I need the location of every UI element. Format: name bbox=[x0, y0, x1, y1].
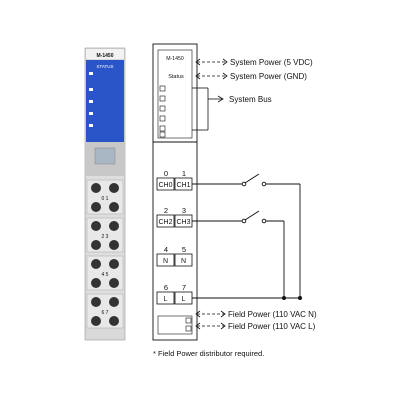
terminal-pin-number: 3 bbox=[182, 206, 186, 215]
terminal-row: 4 5N N bbox=[156, 245, 193, 267]
terminal-label: L bbox=[182, 296, 186, 303]
photo-terminal-block: 6 7 bbox=[86, 293, 124, 329]
system-bus-bracket bbox=[192, 87, 224, 131]
photo-pin-label: 2 3 bbox=[102, 234, 109, 240]
label-system-power-5v: System Power (5 VDC) bbox=[230, 58, 313, 67]
bus-contact bbox=[159, 85, 166, 92]
terminal-pin-number: 0 bbox=[164, 169, 168, 178]
photo-terminal-block: 4 5 bbox=[86, 255, 124, 291]
terminal-label: N bbox=[181, 258, 186, 265]
terminal-label: CH0 bbox=[158, 182, 172, 189]
label-system-power-gnd: System Power (GND) bbox=[230, 72, 307, 81]
bus-contact bbox=[159, 125, 166, 132]
photo-pin-label: 0 1 bbox=[102, 196, 109, 202]
terminal-label: N bbox=[163, 258, 168, 265]
footnote: * Field Power distributor required. bbox=[153, 349, 264, 358]
external-wiring bbox=[192, 173, 301, 299]
system-power-arrows bbox=[195, 58, 228, 80]
field-power-arrows bbox=[195, 310, 226, 330]
terminal-pin-number: 4 bbox=[164, 245, 168, 254]
photo-terminal-block: 2 3 bbox=[86, 217, 124, 253]
terminal-box bbox=[156, 291, 175, 305]
module-schematic: M-1450 Status bbox=[152, 43, 198, 341]
label-field-power-n: Field Power (110 VAC N) bbox=[228, 310, 317, 319]
terminal-box bbox=[156, 214, 175, 228]
terminal-box bbox=[156, 253, 175, 267]
photo-terminal-block: 0 1 bbox=[86, 179, 124, 215]
photo-status-label: STATUS bbox=[96, 64, 113, 69]
terminal-pin-number: 7 bbox=[182, 283, 186, 292]
module-photo: M-1450 STATUS 0 1 2 3 4 5 6 7 bbox=[84, 47, 126, 341]
bus-contact bbox=[159, 105, 166, 112]
terminal-label: CH2 bbox=[158, 219, 172, 226]
terminal-label: CH1 bbox=[176, 182, 190, 189]
junction-dot bbox=[282, 296, 286, 300]
terminal-label: CH3 bbox=[176, 219, 190, 226]
label-system-bus: System Bus bbox=[229, 95, 272, 104]
module-status-label: Status bbox=[168, 74, 184, 80]
photo-pin-label: 4 5 bbox=[102, 272, 109, 278]
junction-dot bbox=[298, 296, 302, 300]
module-model-label: M-1450 bbox=[166, 56, 184, 62]
terminal-pin-number: 2 bbox=[164, 206, 168, 215]
bus-contact bbox=[159, 95, 166, 102]
terminal-box bbox=[174, 253, 193, 267]
photo-model-label: M-1450 bbox=[97, 53, 114, 59]
terminal-row: 6 7L L bbox=[156, 283, 193, 305]
terminal-pin-number: 1 bbox=[182, 169, 186, 178]
terminal-pin-number: 5 bbox=[182, 245, 186, 254]
bus-contact bbox=[159, 131, 166, 138]
bus-contact bbox=[159, 115, 166, 122]
terminal-pin-number: 6 bbox=[164, 283, 168, 292]
terminal-label: L bbox=[164, 296, 168, 303]
terminal-box bbox=[156, 177, 175, 191]
label-field-power-l: Field Power (110 VAC L) bbox=[228, 322, 316, 331]
photo-pin-label: 6 7 bbox=[102, 310, 109, 316]
